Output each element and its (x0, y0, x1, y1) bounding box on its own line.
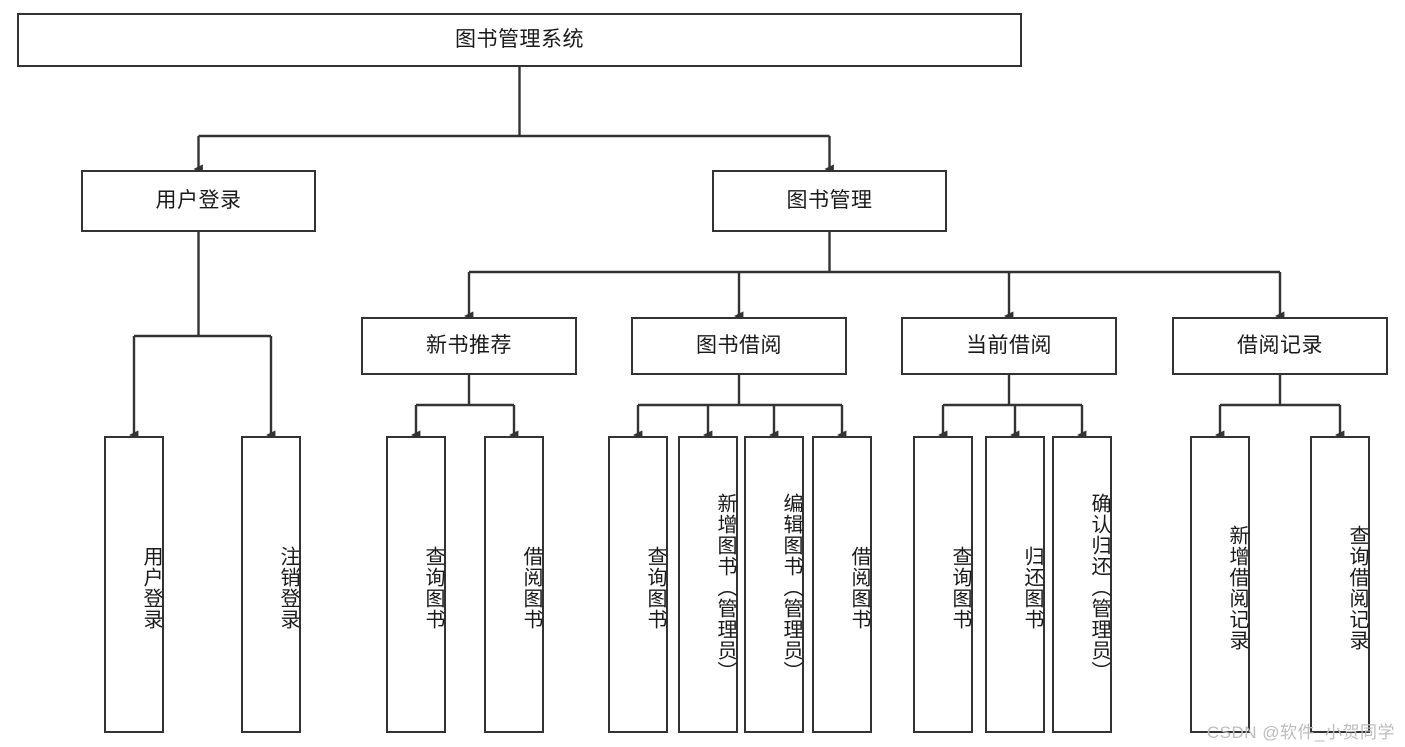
node-label: 借阅图书 (520, 545, 542, 630)
node-leaf-bb-edit[interactable]: 编辑图书（管理员） (744, 436, 804, 733)
node-book-manage[interactable]: 图书管理 (712, 170, 947, 232)
node-leaf-user-logout[interactable]: 注销登录 (241, 436, 301, 733)
node-label: 借阅图书 (848, 545, 870, 630)
node-borrow-record[interactable]: 借阅记录 (1172, 317, 1388, 375)
node-book-borrow[interactable]: 图书借阅 (631, 317, 847, 375)
node-leaf-bb-add[interactable]: 新增图书（管理员） (678, 436, 738, 733)
node-label: 查询图书 (422, 545, 444, 630)
node-label: 当前借阅 (966, 333, 1052, 357)
node-new-book-rec[interactable]: 新书推荐 (361, 317, 577, 375)
node-leaf-br-add[interactable]: 新增借阅记录 (1190, 436, 1250, 733)
node-label: 图书借阅 (696, 333, 782, 357)
node-leaf-bb-borrow[interactable]: 借阅图书 (812, 436, 872, 733)
node-current-borrow[interactable]: 当前借阅 (901, 317, 1117, 375)
node-label: 图书管理系统 (455, 27, 584, 51)
watermark-text: CSDN @软件_小贺同学 (1206, 723, 1395, 742)
node-label: 借阅记录 (1237, 333, 1323, 357)
node-label: 注销登录 (277, 545, 299, 630)
node-label: 新增借阅记录 (1226, 524, 1248, 651)
node-leaf-br-query[interactable]: 查询借阅记录 (1310, 436, 1370, 733)
node-label: 归还图书 (1021, 545, 1043, 630)
node-leaf-user-login[interactable]: 用户登录 (104, 436, 164, 733)
node-leaf-cb-confirm[interactable]: 确认归还（管理员） (1052, 436, 1112, 733)
node-leaf-cb-return[interactable]: 归还图书 (985, 436, 1045, 733)
node-label: 查询借阅记录 (1346, 524, 1368, 651)
node-label: 确认归还（管理员） (1088, 493, 1110, 682)
node-label: 编辑图书（管理员） (780, 493, 802, 682)
node-leaf-bb-query[interactable]: 查询图书 (608, 436, 668, 733)
node-label: 查询图书 (949, 545, 971, 630)
node-label: 图书管理 (786, 188, 873, 212)
node-leaf-nb-borrow[interactable]: 借阅图书 (484, 436, 544, 733)
node-user-login[interactable]: 用户登录 (81, 170, 316, 232)
node-label: 用户登录 (140, 545, 162, 630)
node-label: 查询图书 (644, 545, 666, 630)
node-label: 新增图书（管理员） (714, 493, 736, 682)
node-label: 用户登录 (155, 188, 242, 212)
node-root[interactable]: 图书管理系统 (17, 13, 1022, 67)
node-label: 新书推荐 (426, 333, 512, 357)
node-leaf-cb-query[interactable]: 查询图书 (913, 436, 973, 733)
node-leaf-nb-query[interactable]: 查询图书 (386, 436, 446, 733)
